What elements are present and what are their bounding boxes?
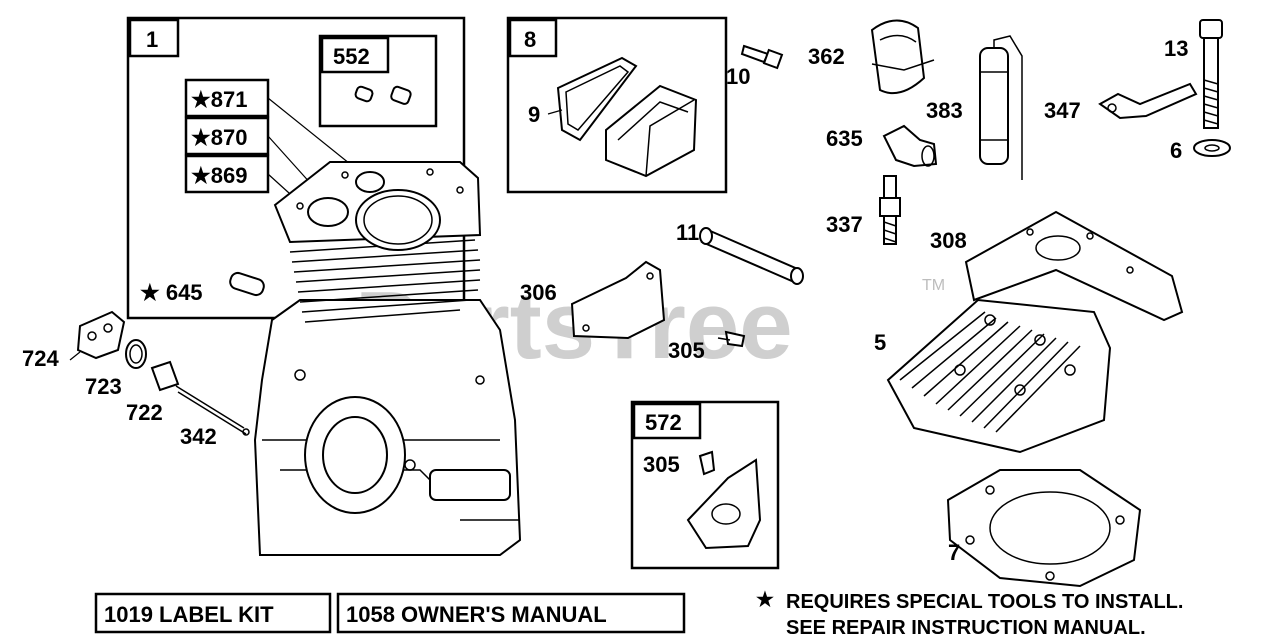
trademark: TM bbox=[922, 277, 945, 294]
ignition-coil-383 bbox=[979, 35, 1023, 180]
washer-6 bbox=[1193, 139, 1231, 157]
label-337: 337 bbox=[826, 212, 863, 237]
plug-boot-635 bbox=[882, 124, 938, 168]
spark-plug-cover-362 bbox=[870, 19, 935, 94]
label-13: 13 bbox=[1164, 36, 1188, 61]
cylinder-head-5 bbox=[886, 298, 1112, 454]
breather-parts bbox=[69, 310, 250, 436]
tube-11 bbox=[699, 227, 804, 285]
group-1-label: 1 bbox=[146, 27, 158, 52]
label-kit-1019: 1019 LABEL KIT bbox=[104, 602, 274, 627]
label-11: 11 bbox=[676, 220, 699, 245]
group-552-label: 552 bbox=[333, 44, 370, 69]
label-305-b: 305 bbox=[643, 452, 680, 477]
callout-869: ★869 bbox=[191, 163, 247, 188]
label-308: 308 bbox=[930, 228, 967, 253]
screw-305-in-572 bbox=[698, 450, 716, 476]
label-362: 362 bbox=[808, 44, 845, 69]
note-repair-manual: SEE REPAIR INSTRUCTION MANUAL. bbox=[786, 617, 1146, 639]
group-8-box: 8 bbox=[506, 16, 728, 194]
spark-plug-337 bbox=[879, 175, 901, 245]
label-722: 722 bbox=[126, 400, 163, 425]
label-724: 724 bbox=[22, 346, 59, 371]
breather-gasket-9 bbox=[556, 56, 638, 142]
callout-645: ★ 645 bbox=[140, 280, 203, 305]
part-722-seal bbox=[150, 360, 180, 392]
group-8-label: 8 bbox=[524, 27, 536, 52]
label-635: 635 bbox=[826, 126, 863, 151]
cylinder-block-drawing bbox=[253, 161, 522, 556]
pin-645 bbox=[229, 271, 265, 297]
callout-871: ★871 bbox=[191, 87, 247, 112]
group-1-box: 1 552 ★871 ★870 ★869 ★ 645 bbox=[126, 16, 466, 320]
owners-manual-1058: 1058 OWNER'S MANUAL bbox=[346, 602, 607, 627]
star-note-symbol: ★ bbox=[756, 589, 774, 611]
bracket-347 bbox=[1098, 82, 1198, 120]
label-383: 383 bbox=[926, 98, 963, 123]
label-305-a: 305 bbox=[668, 338, 705, 363]
label-10: 10 bbox=[726, 64, 750, 89]
label-7: 7 bbox=[948, 540, 960, 565]
part-724-plate bbox=[76, 310, 126, 360]
shield-306 bbox=[570, 260, 666, 340]
callout-870: ★870 bbox=[191, 125, 247, 150]
bolt-13 bbox=[1199, 19, 1223, 129]
group-572-box: 572 bbox=[630, 400, 780, 570]
label-9: 9 bbox=[528, 102, 540, 127]
label-347: 347 bbox=[1044, 98, 1081, 123]
screw-305 bbox=[717, 330, 746, 348]
label-723: 723 bbox=[85, 374, 122, 399]
air-guide-308 bbox=[964, 210, 1184, 322]
dowel-pins-552 bbox=[354, 85, 412, 105]
label-306: 306 bbox=[520, 280, 557, 305]
head-gasket-7 bbox=[946, 469, 1142, 588]
breather-cover bbox=[605, 84, 698, 178]
footer: 1019 LABEL KIT 1058 OWNER'S MANUAL ★ REQ… bbox=[94, 589, 1183, 639]
label-5: 5 bbox=[874, 330, 886, 355]
screw-10 bbox=[740, 44, 784, 70]
part-723-gasket bbox=[125, 339, 147, 369]
group-572-label: 572 bbox=[645, 410, 682, 435]
note-special-tools: REQUIRES SPECIAL TOOLS TO INSTALL. bbox=[786, 591, 1183, 613]
label-342: 342 bbox=[180, 424, 217, 449]
label-6: 6 bbox=[1170, 138, 1182, 163]
